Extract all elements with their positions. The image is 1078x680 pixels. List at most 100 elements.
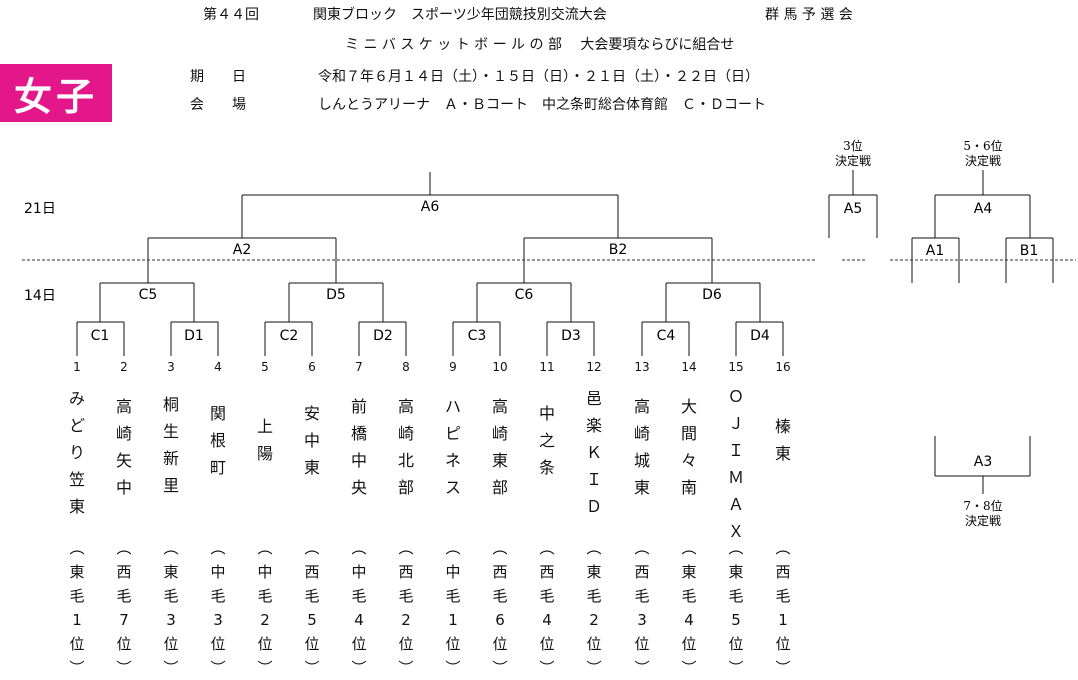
venue-label: 会 場 [190, 97, 246, 113]
game-label-b2: B2 [609, 242, 628, 258]
header-qualifier: 群 馬 予 選 会 [765, 7, 853, 23]
header-edition: 第４４回 [203, 7, 259, 23]
team-name: 高崎矢中 [115, 397, 132, 497]
team-number: 9 [449, 360, 457, 374]
game-label-d6: D6 [702, 287, 722, 303]
team-number: 13 [634, 360, 650, 374]
team-name: 上陽 [256, 417, 273, 463]
game-label-c3: C3 [468, 328, 487, 344]
team-number: 7 [355, 360, 363, 374]
game-label-c1: C1 [91, 328, 110, 344]
team-number: 6 [308, 360, 316, 374]
team-number: 15 [728, 360, 744, 374]
third-place-caption: 3位 [843, 138, 863, 153]
team-number: 5 [261, 360, 269, 374]
day-label-21: 21日 [24, 201, 56, 217]
game-label-d4: D4 [750, 328, 770, 344]
seventh-place-caption: 7・8位 [963, 498, 1002, 513]
team-name: 大間々南 [680, 397, 697, 497]
game-label-a2: A2 [233, 242, 251, 258]
game-label-d1: D1 [184, 328, 204, 344]
team-number: 1 [73, 360, 81, 374]
team-number: 3 [167, 360, 175, 374]
game-label-b1: B1 [1020, 243, 1039, 259]
team-name: 桐生新里 [162, 395, 179, 495]
fifth-place-caption: 5・6位 [963, 138, 1002, 153]
team-number: 8 [402, 360, 410, 374]
date-label: 期 日 [190, 69, 246, 85]
fifth-place-caption-2: 決定戦 [965, 153, 1001, 168]
team-name: 前橋中央 [350, 397, 367, 497]
team-name: 高崎城東 [633, 397, 650, 497]
team-name: 安中東 [303, 404, 320, 477]
game-label-a3: A3 [974, 454, 992, 470]
team-name: 高崎北部 [397, 397, 414, 497]
day-label-14: 14日 [24, 288, 56, 304]
team-name: ハピネス [444, 397, 461, 497]
game-label-a5: A5 [844, 201, 862, 217]
bracket-lines [76, 170, 1054, 494]
team-name: 中之条 [538, 404, 555, 477]
game-label-d2: D2 [373, 328, 393, 344]
team-number: 16 [775, 360, 791, 374]
game-label-d3: D3 [561, 328, 581, 344]
header-event-title: 関東ブロック スポーツ少年団競技別交流大会 [313, 7, 607, 23]
venue-value: しんとうアリーナ Ａ・Ｂコート 中之条町総合体育館 Ｃ・Ｄコート [318, 97, 766, 113]
game-label-a6: A6 [421, 199, 440, 215]
third-place-caption-2: 決定戦 [835, 153, 871, 168]
seventh-place-caption-2: 決定戦 [965, 513, 1001, 528]
team-name: 榛東 [774, 417, 791, 463]
team-number: 10 [492, 360, 508, 374]
girls-badge: 女子 [0, 64, 112, 122]
game-label-a1: A1 [926, 243, 944, 259]
team-number: 2 [120, 360, 128, 374]
team-name: みどり笠東 [68, 389, 85, 516]
game-label-c5: C5 [139, 287, 158, 303]
game-label-c4: C4 [657, 328, 676, 344]
team-number: 4 [214, 360, 222, 374]
game-label-c2: C2 [280, 328, 299, 344]
team-number: 11 [539, 360, 555, 374]
game-label-d5: D5 [326, 287, 346, 303]
date-value: 令和７年６月１４日（土）・１５日（日）・２１日（土）・２２日（日） [318, 69, 759, 85]
team-name: 関根町 [209, 404, 226, 477]
team-number: 12 [586, 360, 602, 374]
header-division: ミ ニ バ ス ケ ッ ト ボ ー ル の 部 大会要項ならびに組合せ [345, 37, 735, 53]
team-number: 14 [681, 360, 697, 374]
team-name: 高崎東部 [491, 397, 508, 497]
